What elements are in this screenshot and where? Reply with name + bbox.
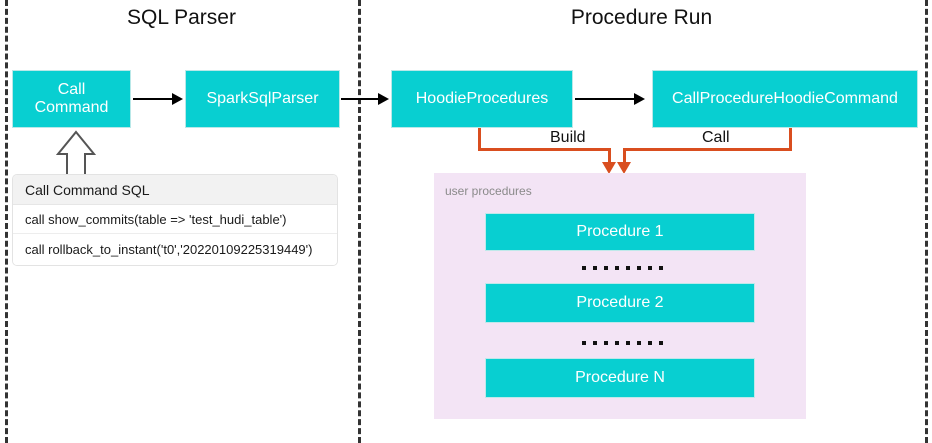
edge-build-arrowhead <box>602 162 616 174</box>
section-title-procedure-run: Procedure Run <box>570 6 713 29</box>
section-divider-middle <box>358 0 361 443</box>
edge-call-vertical-segment <box>789 128 792 150</box>
edge-spark-sql-parser-to-hoodie-procedures-line <box>341 98 379 100</box>
edge-build-horizontal-segment <box>478 148 611 151</box>
node-hoodie-procedures[interactable]: HoodieProcedures <box>391 70 573 128</box>
edge-hoodie-procedures-to-call-procedure-line <box>575 98 635 100</box>
section-title-sql-parser: SQL Parser <box>127 6 236 29</box>
node-call-command[interactable]: Call Command <box>12 70 131 128</box>
edge-build-vertical-segment <box>478 128 481 150</box>
edge-call-arrowhead <box>617 162 631 174</box>
procedure-item[interactable]: Procedure N <box>485 358 755 398</box>
sql-table-header: Call Command SQL <box>13 175 337 205</box>
edge-call-command-to-spark-sql-parser-line <box>133 98 173 100</box>
sql-table-row: call rollback_to_instant('t0','202201092… <box>13 234 337 265</box>
up-arrow-icon <box>55 130 97 178</box>
node-spark-sql-parser[interactable]: SparkSqlParser <box>185 70 340 128</box>
procedure-item[interactable]: Procedure 2 <box>485 283 755 323</box>
edge-call-drop-segment <box>623 148 626 166</box>
edge-label-call: Call <box>697 129 735 147</box>
sql-table-row: call show_commits(table => 'test_hudi_ta… <box>13 205 337 234</box>
edge-call-horizontal-segment <box>623 148 792 151</box>
user-procedures-label: user procedures <box>445 184 532 198</box>
edge-call-command-to-spark-sql-parser-arrowhead <box>172 93 183 105</box>
section-divider-right <box>925 0 928 443</box>
procedure-item[interactable]: Procedure 1 <box>485 213 755 251</box>
ellipsis-separator <box>582 341 663 345</box>
ellipsis-separator <box>582 266 663 270</box>
edge-build-drop-segment <box>608 148 611 166</box>
call-command-sql-table: Call Command SQL call show_commits(table… <box>12 174 338 266</box>
section-divider-left <box>5 0 8 443</box>
edge-label-build: Build <box>545 129 591 147</box>
node-call-procedure-hoodie-command[interactable]: CallProcedureHoodieCommand <box>652 70 918 128</box>
edge-spark-sql-parser-to-hoodie-procedures-arrowhead <box>378 93 389 105</box>
edge-hoodie-procedures-to-call-procedure-arrowhead <box>634 93 645 105</box>
